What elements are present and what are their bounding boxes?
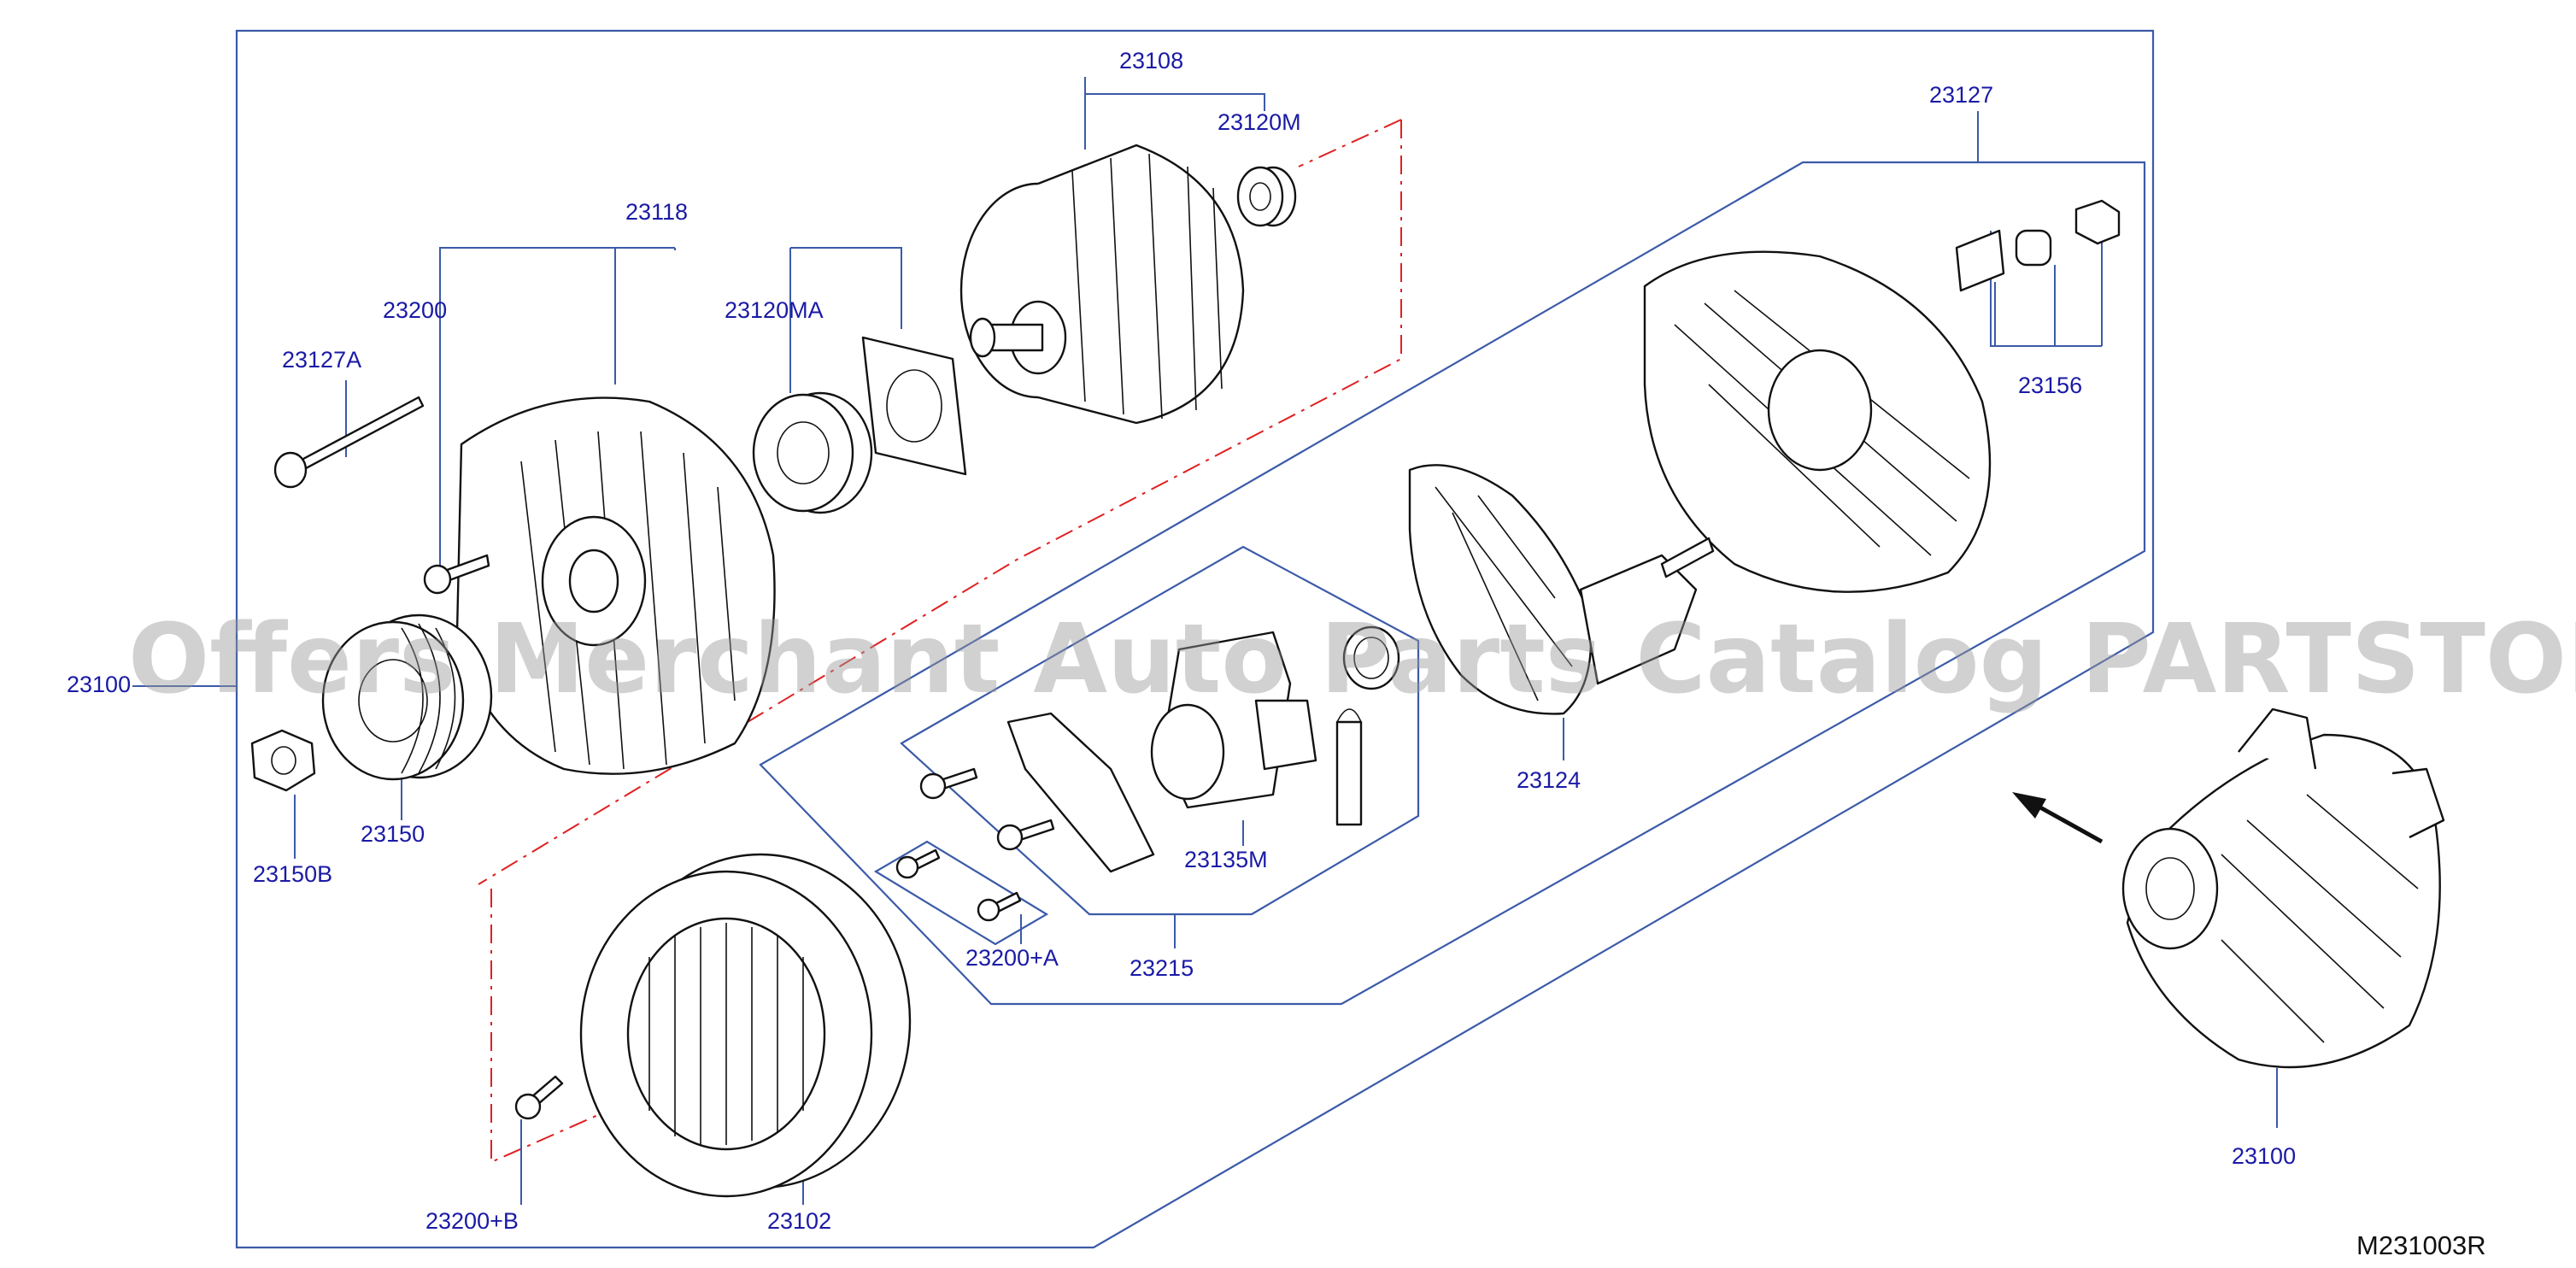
regulator-part[interactable] (1006, 631, 1317, 873)
part-number-23108[interactable]: 23108 (1119, 48, 1183, 73)
terminal-insulator-part[interactable] (1955, 199, 2121, 292)
brush-part[interactable] (1335, 708, 1363, 826)
part-number-23102[interactable]: 23102 (767, 1208, 831, 1234)
part-number-23200a[interactable]: 23200+A (965, 945, 1059, 971)
alternator-assembly-part[interactable] (2121, 707, 2445, 1069)
part-number-23100-right[interactable]: 23100 (2232, 1143, 2296, 1169)
rear-housing-part[interactable] (1643, 250, 1992, 593)
stator-part[interactable] (579, 853, 912, 1198)
retainer-plate-part[interactable] (861, 336, 967, 476)
through-bolt-part[interactable] (273, 396, 425, 489)
part-number-callouts: 23108 23120M 23127 23118 23200 23120MA 2… (67, 48, 2296, 1234)
arrowhead-icon (2012, 792, 2046, 819)
regulator-screw-part[interactable] (919, 767, 1055, 851)
part-number-23120ma[interactable]: 23120MA (725, 297, 824, 323)
part-number-23200[interactable]: 23200 (383, 297, 447, 323)
part-number-23215[interactable]: 23215 (1130, 955, 1194, 981)
part-number-23150b[interactable]: 23150B (253, 861, 332, 887)
screw-23200b-part[interactable] (514, 1075, 564, 1120)
watermark-text: Offers Merchant Auto Parts Catalog PARTS… (128, 604, 2576, 715)
diagram-reference-code: M231003R (2356, 1230, 2486, 1260)
bearing-large-part[interactable] (752, 391, 873, 514)
part-number-23156[interactable]: 23156 (2018, 373, 2082, 398)
part-number-23127a[interactable]: 23127A (282, 347, 361, 373)
regulator-kit-frame (900, 545, 1420, 916)
part-number-23100-left[interactable]: 23100 (67, 672, 131, 697)
part-number-23120m[interactable]: 23120M (1218, 109, 1301, 135)
assembly-frame (235, 29, 2155, 1249)
rear-housing-frame (759, 161, 2146, 1006)
part-number-23127[interactable]: 23127 (1929, 82, 1993, 108)
part-number-23200b[interactable]: 23200+B (425, 1208, 519, 1234)
bearing-small-part[interactable] (1236, 166, 1297, 227)
part-number-23150[interactable]: 23150 (361, 821, 425, 847)
part-number-23118[interactable]: 23118 (625, 199, 688, 225)
bracket-screw-part[interactable] (895, 848, 1022, 922)
part-number-23124[interactable]: 23124 (1517, 767, 1581, 793)
rotor-part[interactable] (959, 144, 1245, 425)
rectifier-part[interactable] (1408, 464, 1715, 715)
front-housing-part[interactable] (455, 396, 776, 775)
screw-23200-part[interactable] (423, 554, 490, 595)
snap-ring-part[interactable] (1342, 625, 1400, 690)
screw-bracket-frame (873, 840, 1049, 946)
leader-lines (132, 77, 2278, 1205)
nut-part[interactable] (250, 729, 316, 792)
part-number-23135m[interactable]: 23135M (1184, 847, 1268, 872)
pulley-part[interactable] (321, 613, 493, 781)
